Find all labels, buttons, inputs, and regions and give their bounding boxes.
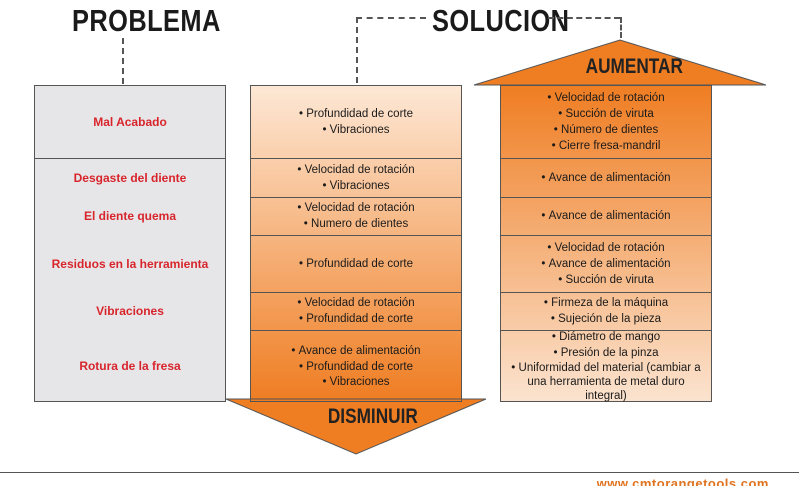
disminuir-item: Profundidad de corte	[299, 256, 413, 272]
disminuir-cell-0: Profundidad de corteVibraciones	[250, 85, 462, 159]
solucion-heading: SOLUCION	[432, 3, 570, 38]
disminuir-cell-1: Velocidad de rotaciónVibraciones	[250, 159, 462, 198]
aumentar-item: Firmeza de la máquina	[544, 295, 668, 311]
disminuir-item: Vibraciones	[322, 122, 390, 138]
aumentar-item: Succión de viruta	[558, 272, 654, 288]
footer-url: www.cmtorangetools.com	[596, 477, 769, 486]
aumentar-cell-3: Velocidad de rotaciónAvance de alimentac…	[500, 235, 712, 293]
problem-label: Mal Acabado	[93, 115, 167, 129]
aumentar-item: Cierre fresa-mandril	[552, 138, 661, 154]
aumentar-label: AUMENTAR	[585, 55, 683, 78]
disminuir-item: Velocidad de rotación	[297, 200, 415, 216]
disminuir-label: DISMINUIR	[327, 405, 418, 428]
problem-cell-0: Mal Acabado	[34, 85, 226, 159]
disminuir-arrow-head	[225, 398, 487, 455]
problem-cell-5: Rotura de la fresa	[34, 330, 226, 402]
aumentar-cell-5: Diámetro de mangoPresión de la pinzaUnif…	[500, 330, 712, 402]
problema-connector	[122, 38, 124, 84]
aumentar-cell-0: Velocidad de rotaciónSucción de virutaNú…	[500, 85, 712, 159]
aumentar-item: Avance de alimentación	[541, 208, 671, 224]
aumentar-cell-4: Firmeza de la máquinaSujeción de la piez…	[500, 292, 712, 331]
aumentar-cell-2: Avance de alimentación	[500, 197, 712, 236]
solucion-connector-right-drop	[620, 17, 622, 38]
aumentar-item: Avance de alimentación	[541, 256, 671, 272]
aumentar-item: Velocidad de rotación	[547, 90, 665, 106]
disminuir-cell-3: Profundidad de corte	[250, 235, 462, 293]
disminuir-item: Vibraciones	[322, 178, 390, 194]
footer-divider	[0, 472, 799, 473]
problem-label: Residuos en la herramienta	[51, 256, 209, 271]
solucion-connector-right	[548, 17, 620, 19]
aumentar-item: Avance de alimentación	[541, 170, 671, 186]
disminuir-item: Profundidad de corte	[299, 311, 413, 327]
disminuir-item: Velocidad de rotación	[297, 162, 415, 178]
aumentar-item: Presión de la pinza	[553, 345, 659, 361]
solucion-connector-left	[356, 17, 426, 19]
aumentar-item: Diámetro de mango	[552, 329, 660, 345]
aumentar-item: Número de dientes	[554, 122, 658, 138]
disminuir-column: Profundidad de corteVibracionesVelocidad…	[250, 85, 462, 402]
disminuir-item: Vibraciones	[322, 375, 390, 389]
disminuir-cell-5: Avance de alimentaciónProfundidad de cor…	[250, 330, 462, 402]
aumentar-cell-1: Avance de alimentación	[500, 159, 712, 198]
disminuir-cell-4: Velocidad de rotaciónProfundidad de cort…	[250, 292, 462, 331]
problem-cell-3: Residuos en la herramienta	[34, 235, 226, 293]
solucion-connector-left-drop	[356, 17, 358, 83]
disminuir-item: Profundidad de corte	[299, 106, 413, 122]
aumentar-item: Succión de viruta	[558, 106, 654, 122]
aumentar-item: Velocidad de rotación	[547, 240, 665, 256]
disminuir-item: Avance de alimentación	[291, 343, 421, 359]
aumentar-item: Sujeción de la pieza	[551, 311, 661, 327]
problem-cell-1: Desgaste del diente	[34, 159, 226, 198]
problem-label: Vibraciones	[96, 304, 164, 318]
problema-heading: PROBLEMA	[72, 3, 221, 38]
disminuir-cell-2: Velocidad de rotaciónNumero de dientes	[250, 197, 462, 236]
aumentar-item: Uniformidad del material (cambiar a una …	[508, 361, 704, 403]
aumentar-column: Velocidad de rotaciónSucción de virutaNú…	[500, 85, 712, 402]
disminuir-item: Velocidad de rotación	[297, 295, 415, 311]
problem-label: Rotura de la fresa	[79, 358, 181, 373]
problem-label: El diente quema	[83, 209, 177, 223]
disminuir-item: Profundidad de corte	[299, 359, 413, 375]
problem-cell-4: Vibraciones	[34, 292, 226, 331]
problem-label: Desgaste del diente	[73, 171, 187, 185]
disminuir-item: Numero de dientes	[304, 216, 408, 232]
problem-cell-2: El diente quema	[34, 197, 226, 236]
